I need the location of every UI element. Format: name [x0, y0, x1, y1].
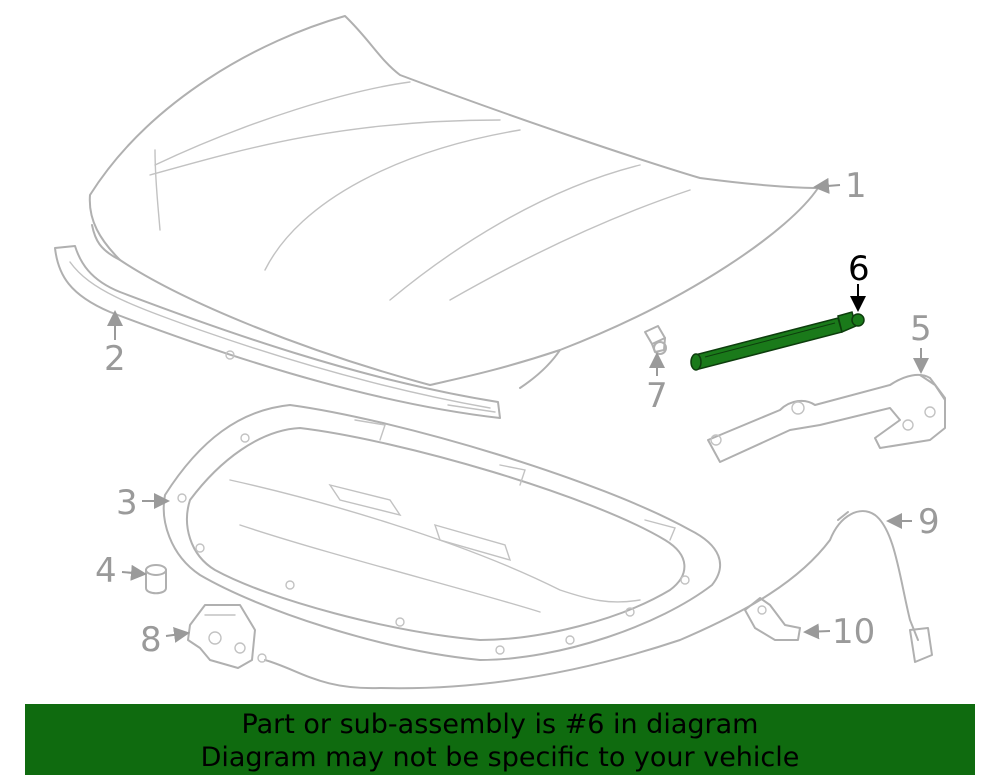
hood-panel [88, 15, 819, 389]
cable-clip [744, 597, 801, 641]
lift-support [690, 311, 865, 371]
hood-weatherstrip [54, 245, 501, 419]
hood-insulator [162, 404, 722, 661]
release-cable [257, 510, 933, 690]
hood-bumper [145, 564, 167, 595]
callout-6: 6 [848, 249, 870, 289]
hood-latch [187, 604, 256, 669]
ball-stud [644, 325, 667, 355]
callout-5: 5 [910, 309, 932, 349]
callout-labels: 1 2 3 4 5 6 7 8 9 10 [95, 166, 940, 660]
banner-line-2: Diagram may not be specific to your vehi… [200, 742, 800, 773]
banner-line-1: Part or sub-assembly is #6 in diagram [241, 709, 759, 740]
callout-9: 9 [918, 502, 940, 542]
callout-8: 8 [140, 620, 162, 660]
callout-7: 7 [646, 376, 668, 416]
callout-2: 2 [104, 339, 126, 379]
callout-1: 1 [845, 166, 867, 206]
callout-3: 3 [116, 483, 138, 523]
callout-10: 10 [832, 612, 875, 652]
callout-4: 4 [95, 551, 117, 591]
callout-leaders [107, 177, 929, 643]
info-banner: Part or sub-assembly is #6 in diagram Di… [25, 704, 975, 775]
hood-hinge [707, 373, 946, 463]
